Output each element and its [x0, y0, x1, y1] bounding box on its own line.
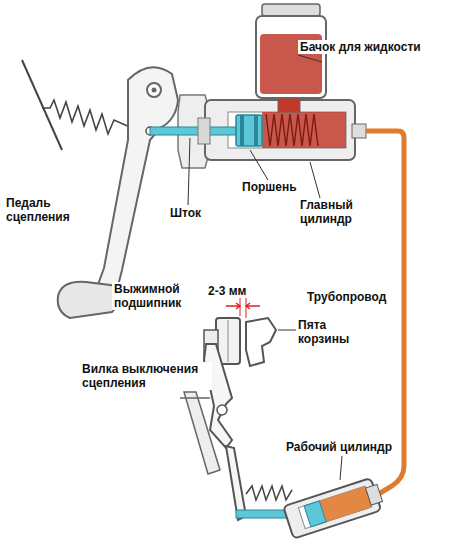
fluid-in-cylinder	[262, 112, 346, 148]
bleed-fitting	[366, 484, 383, 505]
reservoir-neck	[278, 98, 300, 112]
part-label: Главный цилиндр	[298, 198, 376, 226]
pedal-pivot	[147, 83, 161, 97]
fork-lever	[226, 446, 246, 520]
leader-line	[310, 162, 320, 198]
leader-line	[298, 55, 322, 62]
part-label: Шток	[168, 206, 203, 220]
slave-cylinder	[283, 478, 381, 539]
slave-cylinder-group	[283, 477, 385, 539]
clutch-pedal	[96, 67, 178, 290]
slave-fluid	[319, 486, 371, 522]
slave-pushrod	[236, 510, 292, 518]
pushrod	[150, 127, 236, 135]
cylinder-bore	[228, 112, 346, 148]
slave-piston	[304, 501, 326, 527]
rod-boot	[198, 118, 210, 144]
part-label: Бачок для жидкости	[298, 40, 423, 54]
bearing-race	[228, 320, 229, 362]
piston	[236, 115, 262, 146]
pedal-pad	[58, 282, 120, 318]
pedal-pivot-axle	[152, 88, 157, 93]
fork-bracket	[180, 392, 220, 474]
dimension-label: 2-3 мм	[206, 284, 248, 298]
fluid-reservoir	[256, 16, 326, 98]
part-label: Поршень	[240, 180, 299, 194]
part-label: Вилка выключения сцепления	[80, 362, 212, 390]
piston-seal	[240, 115, 244, 146]
pressure-plate-finger	[246, 318, 276, 366]
outlet-fitting	[352, 124, 366, 138]
part-label: Выжимной подшипник	[112, 282, 200, 310]
leader-line	[188, 138, 190, 205]
return-spring	[42, 100, 132, 134]
piston-seal	[254, 115, 258, 146]
part-label: Трубопровод	[305, 290, 388, 304]
leader-line	[340, 456, 342, 480]
fork-return-spring	[246, 486, 292, 500]
fork-pivot	[217, 405, 227, 415]
part-label: Пята корзины	[296, 318, 370, 346]
leader-line	[278, 330, 296, 331]
leader-line	[250, 150, 268, 180]
slave-bore	[298, 486, 371, 529]
piston-spring	[266, 114, 318, 146]
dimension-arrows	[226, 303, 260, 309]
part-label: Педаль сцепления	[4, 196, 100, 224]
reservoir-cap	[262, 4, 320, 16]
part-label: Рабочий цилиндр	[284, 440, 394, 454]
